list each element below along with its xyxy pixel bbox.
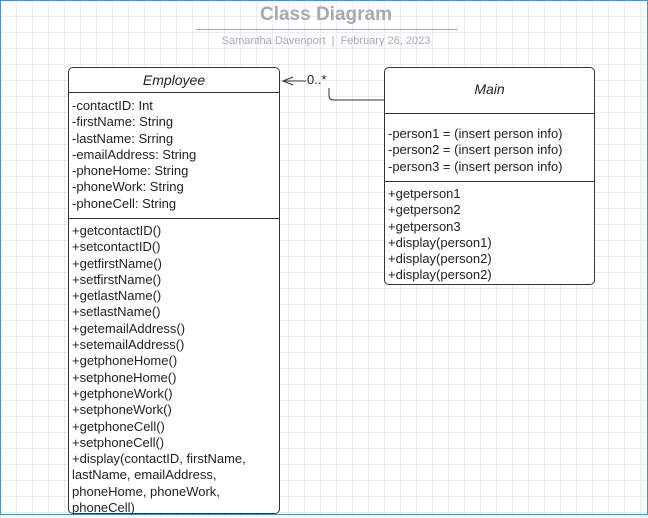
method-row: +getfirstName() [72, 255, 162, 271]
employee-class[interactable]: Employee -contactID: Int -firstName: Str… [68, 67, 280, 515]
method-row: +display(person2) [388, 251, 492, 267]
method-row: +getphoneHome() [72, 353, 178, 369]
method-row: +getperson2 [388, 202, 461, 218]
attribute-row: -firstName: String [72, 114, 174, 130]
attribute-row: -phoneCell: String [72, 195, 177, 211]
method-row: +display(person2) [388, 267, 492, 283]
method-row: +getperson3 [388, 218, 461, 234]
method-row: +getcontactID() [72, 223, 162, 238]
diagram-title: Class Diagram [259, 4, 392, 25]
method-row: +setphoneCell() [72, 434, 165, 450]
diagram-subtitle: Samantha Davenport | February 26, 2023 [0, 35, 648, 47]
main-methods: +getperson1 +getperson2 +getperson3 +dis… [385, 181, 594, 286]
method-row: +getemailAddress() [72, 320, 186, 336]
method-row: +getphoneWork() [72, 385, 173, 401]
method-row: +setfirstName() [72, 271, 162, 287]
attribute-row: -person2 = (insert person info) [388, 142, 563, 158]
attribute-row: -emailAddress: String [72, 146, 197, 162]
subtitle-separator: | [331, 35, 335, 47]
author-name: Samantha Davenport [221, 35, 326, 47]
multiplicity-label: 0..* [307, 72, 327, 87]
attribute-row: -person1 = (insert person info) [388, 126, 563, 141]
main-class-name: Main [474, 81, 505, 97]
attribute-row: -phoneWork: String [72, 179, 184, 195]
method-row: +getphoneCell() [72, 418, 165, 434]
method-row: +setphoneWork() [72, 402, 172, 418]
method-row: +display(contactID, firstName, lastName,… [72, 451, 246, 516]
method-row: +getperson1 [388, 186, 461, 201]
method-row: +setcontactID() [72, 239, 161, 255]
method-row: +setlastName() [72, 304, 161, 320]
employee-class-name: Employee [142, 72, 206, 88]
main-class[interactable]: Main -person1 = (insert person info) -pe… [384, 67, 595, 285]
method-row: +setphoneHome() [72, 369, 177, 385]
diagram-date: February 26, 2023 [340, 35, 431, 47]
method-row: +getlastName() [72, 288, 162, 304]
title-divider [196, 29, 458, 30]
attribute-row: -person3 = (insert person info) [388, 158, 563, 174]
employee-attributes: -contactID: Int -firstName: String -last… [69, 92, 279, 218]
open-arrowhead-icon [281, 76, 294, 86]
attribute-row: -contactID: Int [72, 98, 153, 113]
attribute-row: -phoneHome: String [72, 163, 189, 179]
association-line[interactable] [328, 88, 384, 101]
employee-methods: +getcontactID() +setcontactID() +getfirs… [69, 218, 279, 518]
method-row: +setemailAddress() [72, 337, 185, 353]
attribute-row: -lastName: Srring [72, 130, 174, 146]
method-row: +display(person1) [388, 234, 492, 250]
main-attributes: -person1 = (insert person info) -person2… [385, 113, 594, 181]
